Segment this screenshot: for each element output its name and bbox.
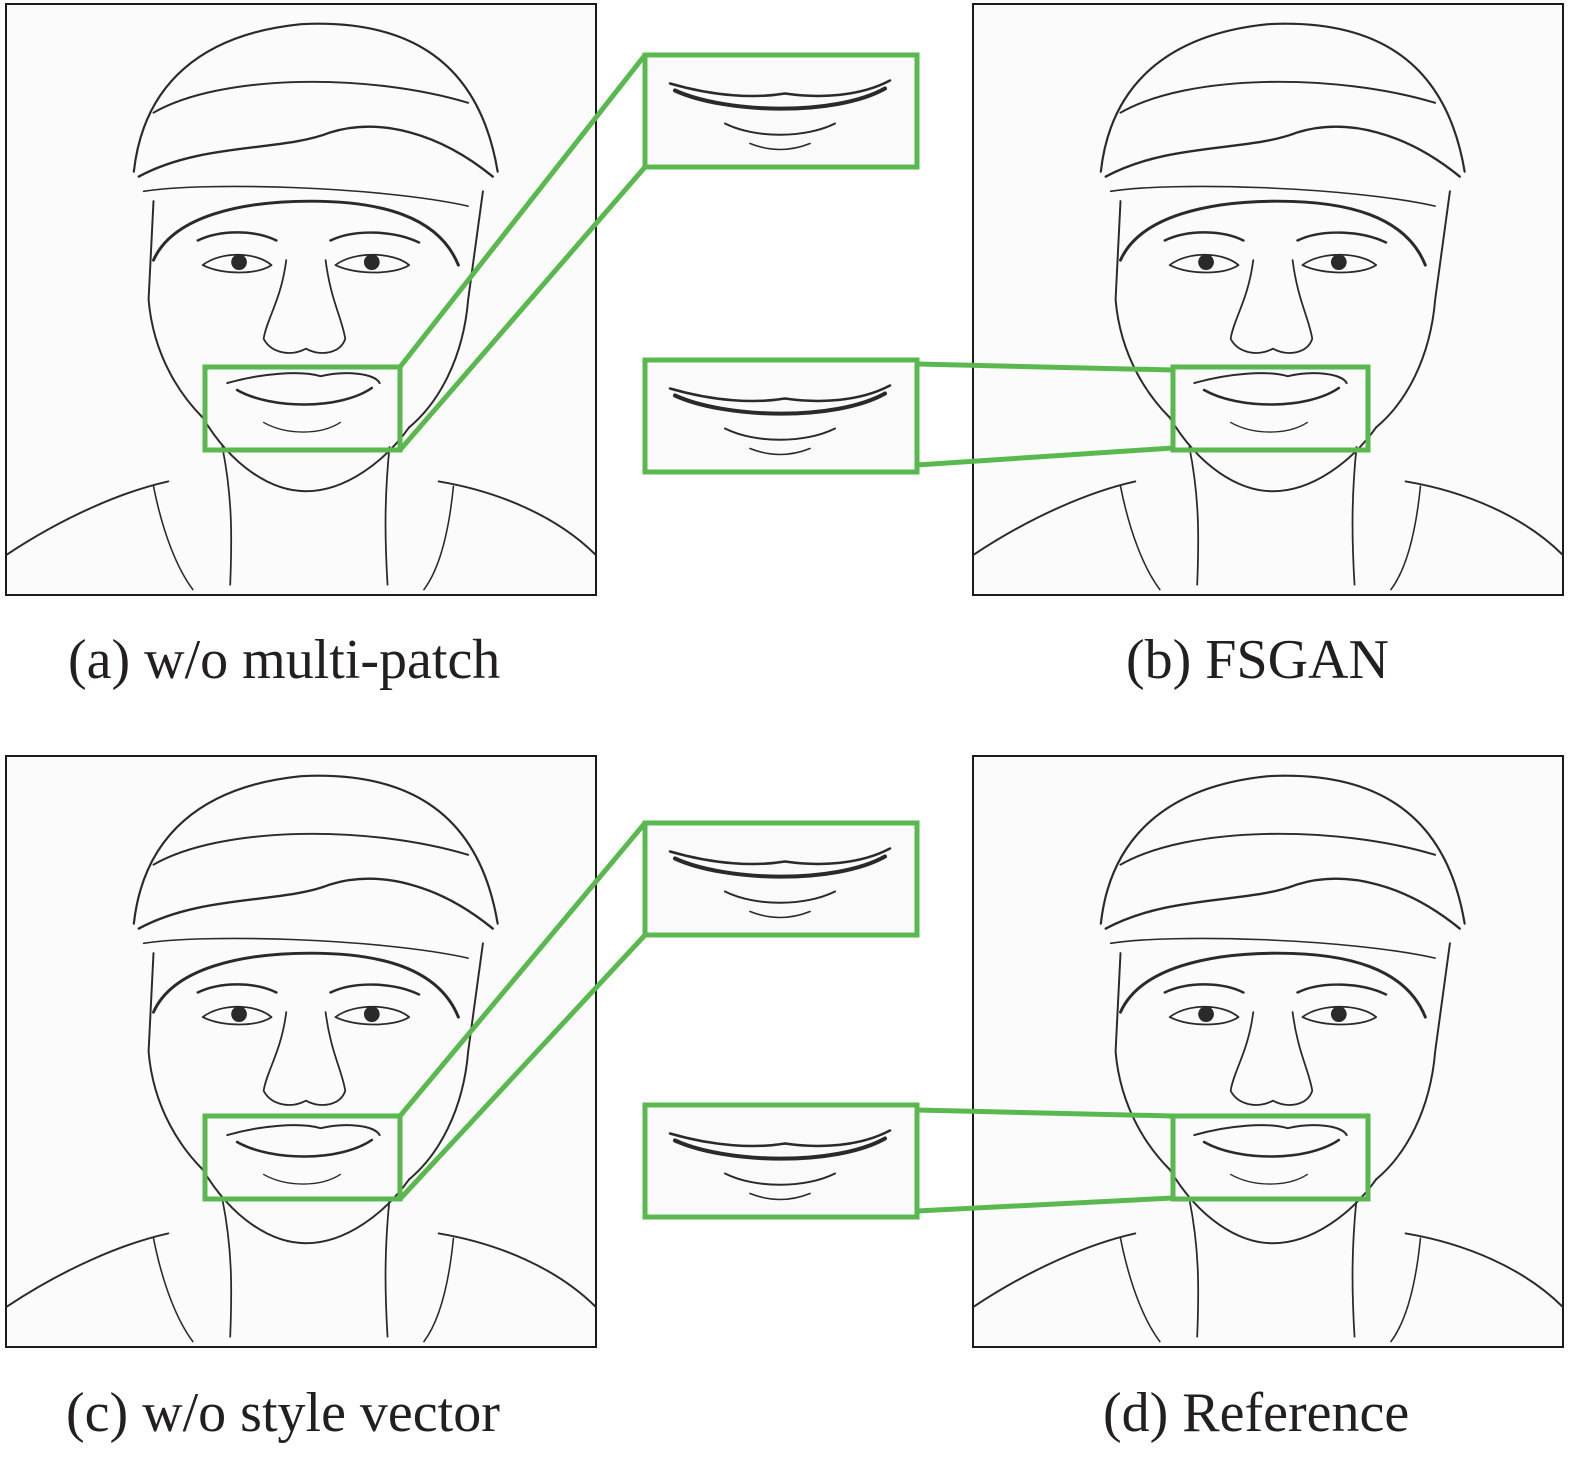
zoom-inset-a bbox=[645, 58, 915, 164]
connector-b-top bbox=[916, 361, 1174, 373]
connector-d-bottom bbox=[916, 1195, 1174, 1214]
zoom-box-b bbox=[642, 357, 920, 475]
connector-d-top bbox=[916, 1107, 1174, 1119]
zoom-inset-d bbox=[645, 1108, 915, 1214]
caption-a: (a) w/o multi-patch bbox=[68, 629, 501, 691]
panel-b-image bbox=[972, 3, 1564, 596]
connector-b-bottom bbox=[916, 445, 1174, 468]
zoom-box-a bbox=[642, 52, 920, 170]
caption-b: (b) FSGAN bbox=[1126, 629, 1389, 691]
connector-a-top bbox=[398, 53, 647, 369]
zoom-box-c bbox=[642, 820, 920, 938]
connector-c-bottom bbox=[398, 933, 647, 1201]
connector-c-top bbox=[398, 821, 647, 1118]
zoom-inset-b bbox=[645, 363, 915, 469]
zoom-inset-c bbox=[645, 826, 915, 932]
panel-d-image bbox=[972, 755, 1564, 1348]
caption-d: (d) Reference bbox=[1103, 1382, 1410, 1444]
highlight-box-c bbox=[202, 1113, 403, 1202]
highlight-box-d bbox=[1170, 1113, 1371, 1202]
caption-c: (c) w/o style vector bbox=[66, 1382, 500, 1444]
panel-c-image bbox=[5, 755, 597, 1348]
panel-a-image bbox=[5, 3, 597, 596]
zoom-box-d bbox=[642, 1102, 920, 1220]
highlight-box-a bbox=[202, 364, 403, 453]
connector-a-bottom bbox=[398, 165, 647, 452]
highlight-box-b bbox=[1170, 364, 1371, 453]
